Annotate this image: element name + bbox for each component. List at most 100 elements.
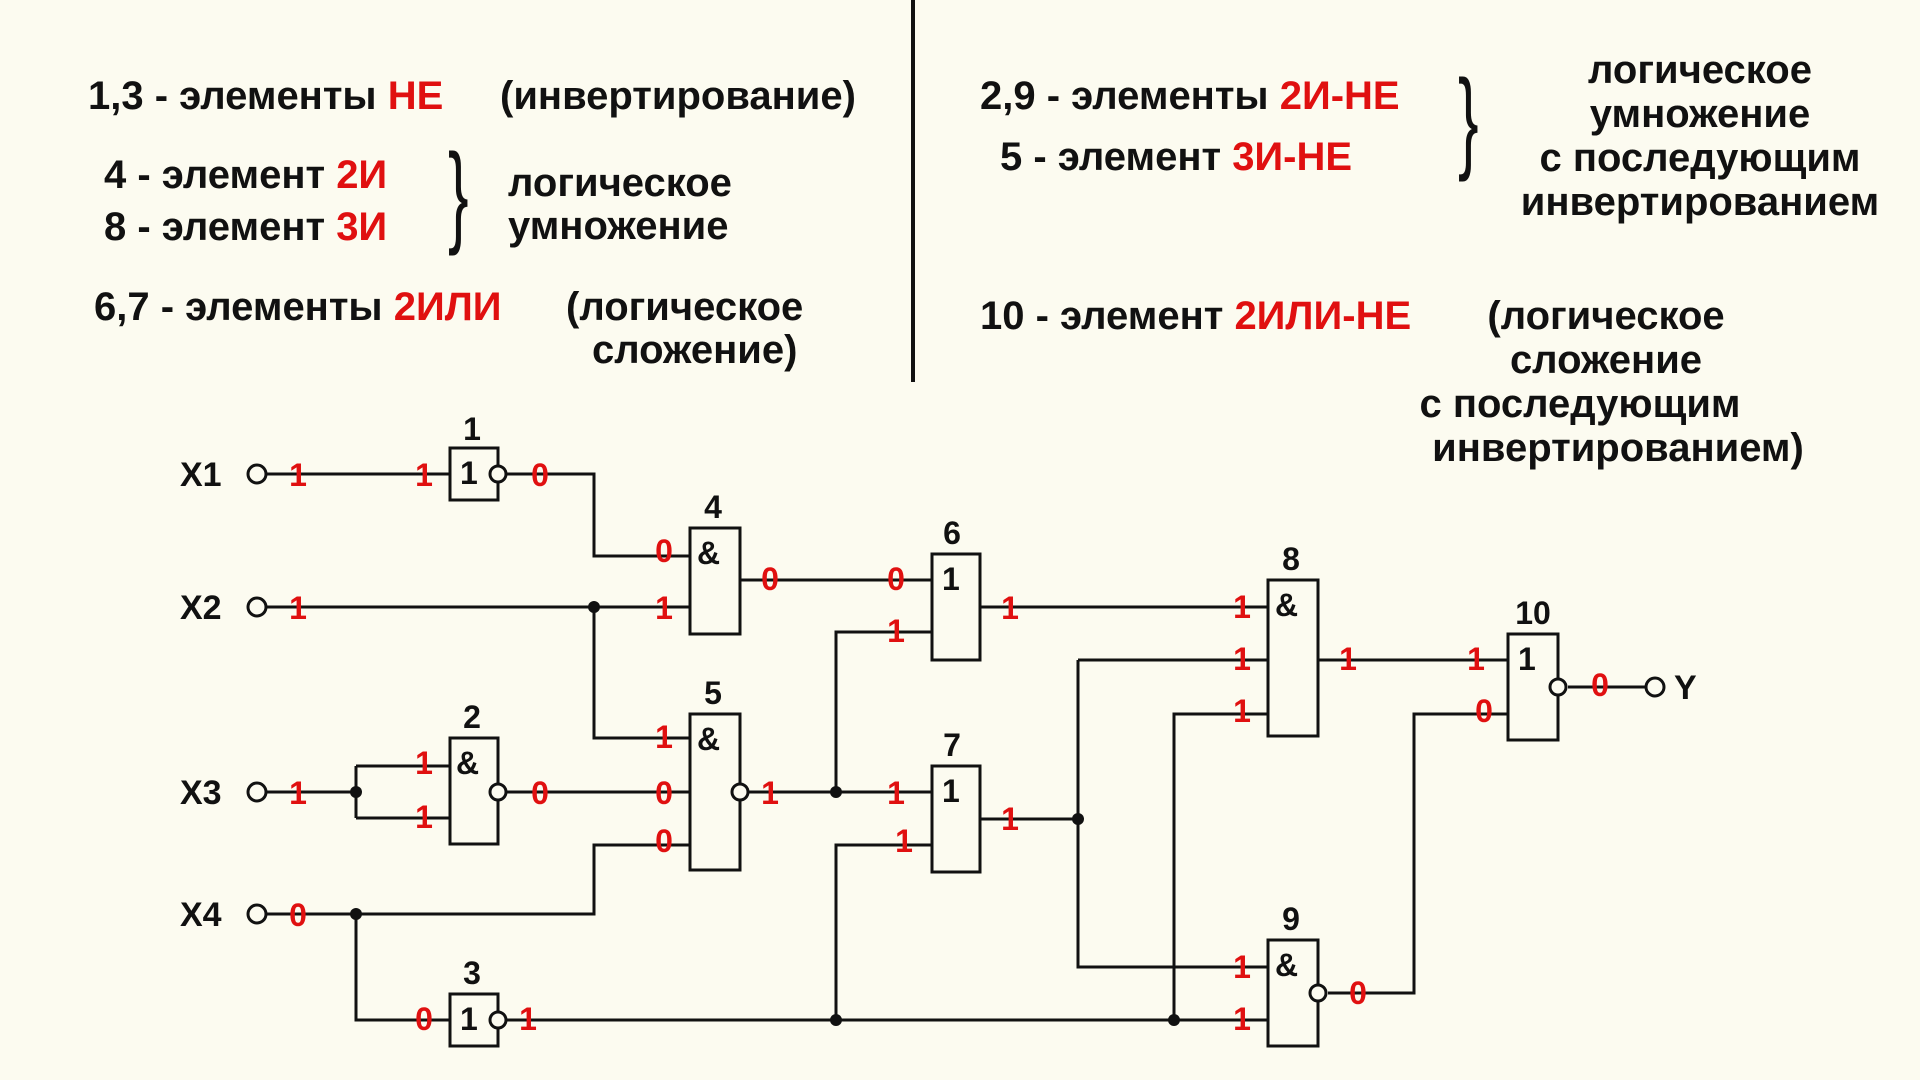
signal-value: 1	[1467, 641, 1485, 677]
gate-symbol: 1	[942, 561, 960, 597]
gate-number: 4	[704, 489, 722, 525]
gate-10: 1 10	[1506, 595, 1568, 742]
gate-number: 9	[1282, 901, 1300, 937]
signal-value: 1	[895, 823, 913, 859]
legend-note: с последующим	[1539, 136, 1861, 180]
signal-value: 1	[887, 775, 905, 811]
terminals	[246, 463, 1666, 925]
legend-gate-name: 3И-НЕ	[1232, 135, 1353, 179]
gate-number: 3	[463, 955, 481, 991]
junction-dot	[1168, 1014, 1180, 1026]
gate-number: 6	[943, 515, 961, 551]
legend-note: (логическое	[566, 285, 804, 329]
output-terminal	[1644, 676, 1666, 698]
gate-4: & 4	[688, 489, 742, 636]
gate-symbol: &	[697, 535, 720, 571]
gate-6: 1 6	[930, 515, 982, 662]
gate-number: 7	[943, 727, 961, 763]
legend-gate-name: 2И	[336, 153, 388, 197]
junctions	[350, 601, 1180, 1026]
wire	[834, 630, 932, 792]
inversion-bubble	[488, 782, 508, 802]
input-label-x4: X4	[180, 896, 222, 934]
signal-value: 1	[655, 590, 673, 626]
signal-value: 0	[655, 823, 673, 859]
gate-body	[688, 526, 742, 636]
legend-row-2nor: 10 - элемент 2ИЛИ-НЕ	[980, 296, 1411, 336]
signal-value: 0	[289, 897, 307, 933]
legend-row-2or: 6,7 - элементы 2ИЛИ	[94, 287, 502, 327]
legend-divider	[911, 0, 915, 382]
gate-symbol: 1	[460, 1001, 478, 1037]
legend-note: (инвертирование)	[500, 74, 856, 118]
signal-value: 1	[1233, 1001, 1251, 1037]
gate-3: 1 3	[448, 955, 508, 1048]
legend-note: сложение	[1509, 338, 1703, 382]
legend-prefix: 10 - элемент	[980, 294, 1235, 338]
signal-value: 0	[655, 775, 673, 811]
inversion-bubble	[488, 464, 508, 484]
wire	[592, 607, 690, 740]
wire	[1076, 660, 1268, 969]
junction-dot	[830, 786, 842, 798]
signal-value: 1	[1001, 801, 1019, 837]
wire	[266, 843, 690, 916]
gate-symbol: 1	[460, 455, 478, 491]
signal-value: 0	[1591, 667, 1609, 703]
gate-body	[1266, 578, 1320, 738]
signal-value: 1	[887, 613, 905, 649]
junction-dot	[588, 601, 600, 613]
gate-9: & 9	[1266, 901, 1328, 1048]
signal-value: 1	[415, 745, 433, 781]
legend-brace: }	[1458, 57, 1479, 182]
signal-value: 1	[1233, 589, 1251, 625]
signal-value: 0	[887, 561, 905, 597]
gate-number: 2	[463, 699, 481, 735]
junction-dot	[350, 908, 362, 920]
input-terminal	[246, 596, 268, 618]
gate-symbol: 1	[942, 773, 960, 809]
legend-note: инвертированием)	[1432, 426, 1804, 470]
legend-note: с последующим	[1419, 382, 1741, 426]
legend-prefix: 6,7 - элементы	[94, 285, 394, 329]
legend-note: логическое	[1588, 48, 1812, 92]
gate-symbol: &	[456, 745, 479, 781]
wires	[266, 472, 1646, 1022]
signal-value: 0	[1349, 975, 1367, 1011]
gate-symbol: &	[1275, 947, 1298, 983]
signal-value: 1	[415, 457, 433, 493]
legend-row-3and: 8 - элемент 3И	[104, 207, 387, 247]
gate-symbol: 1	[1518, 641, 1536, 677]
legend-note: сложение)	[592, 328, 798, 372]
signal-value: 0	[655, 533, 673, 569]
input-terminal	[246, 903, 268, 925]
io-labels: X1 X2 X3 X4 Y	[180, 456, 1697, 934]
inversion-bubble	[730, 782, 750, 802]
gate-symbol: &	[1275, 587, 1298, 623]
gate-2: & 2	[448, 699, 508, 846]
legend-row-not: 1,3 - элементы НЕ	[88, 76, 443, 116]
legend-gate-name: 2ИЛИ-НЕ	[1234, 294, 1412, 338]
signal-value: 1	[761, 775, 779, 811]
signal-values: 1 1 0 1 0 1 0 0 1 1 1 1 1 0 1 0 0 1 1 1 …	[289, 457, 1609, 1037]
signal-value: 1	[289, 590, 307, 626]
legend-row-3nand: 5 - элемент 3И-НЕ	[1000, 137, 1352, 177]
signal-value: 1	[1001, 590, 1019, 626]
signal-value: 1	[1233, 693, 1251, 729]
inversion-bubble	[488, 1010, 508, 1030]
signal-value: 1	[1233, 949, 1251, 985]
signal-value: 1	[289, 775, 307, 811]
signal-value: 0	[1475, 693, 1493, 729]
input-terminal	[246, 781, 268, 803]
gate-body	[930, 552, 982, 662]
legend-row-2and: 4 - элемент 2И	[104, 155, 387, 195]
gate-number: 1	[463, 411, 481, 447]
inversion-bubble	[1548, 677, 1568, 697]
signal-value: 1	[415, 799, 433, 835]
legend-gate-name: НЕ	[387, 74, 444, 118]
input-label-x3: X3	[180, 774, 222, 812]
legend-prefix: 4 - элемент	[104, 153, 337, 197]
signal-value: 1	[519, 1001, 537, 1037]
